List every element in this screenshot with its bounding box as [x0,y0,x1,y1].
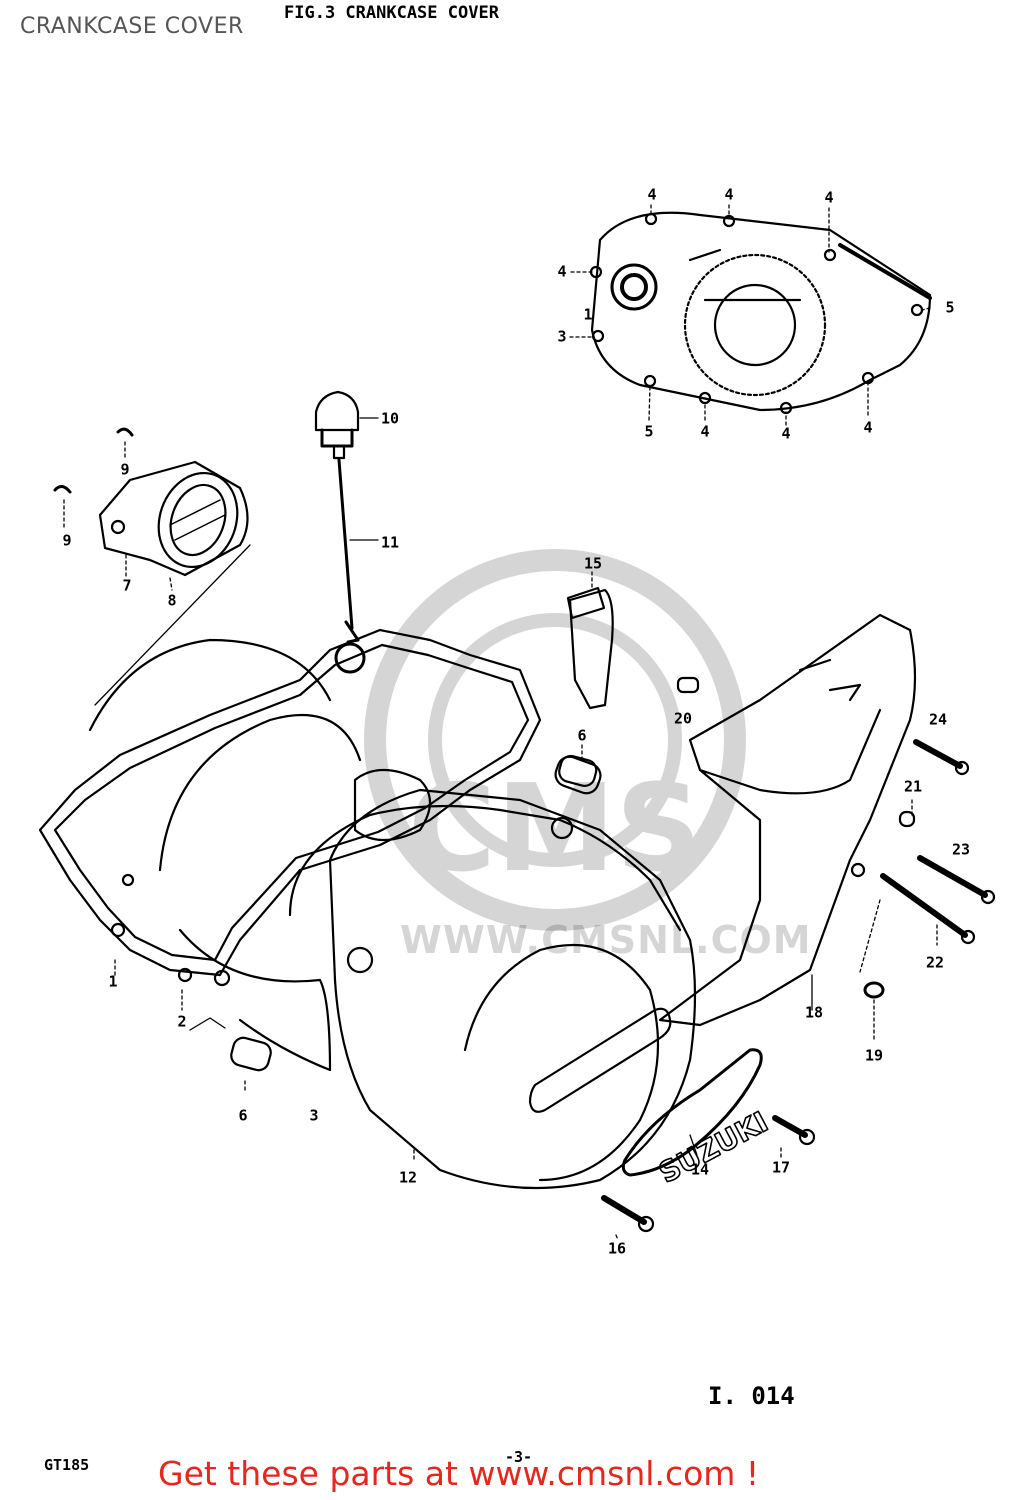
callout-5: 5 [644,422,654,441]
callout-9: 9 [120,460,130,479]
figure-title: FIG.3 CRANKCASE COVER [284,3,499,23]
callout-11: 11 [380,533,400,552]
callout-4: 4 [824,188,834,207]
diagram-code: I. 014 [708,1382,795,1410]
part-small-cover [98,460,249,577]
callout-14: 14 [690,1160,710,1179]
callout-7: 7 [122,576,132,595]
part-20 [676,676,700,694]
part-screw-9b [53,485,72,494]
callout-24: 24 [928,710,948,729]
cms-watermark-logo: CMS [364,549,746,931]
callout-3: 3 [557,327,567,346]
callout-20: 20 [673,709,693,728]
part-main-crankcase-cover [288,755,697,1190]
part-screw-16 [601,1195,647,1225]
svg-text:SUZUKI: SUZUKI [654,1105,774,1190]
callout-4: 4 [557,262,567,281]
callout-12: 12 [398,1168,418,1187]
callout-1: 1 [108,972,118,991]
callout-8: 8 [167,591,177,610]
part-oil-filler-cap [314,390,360,460]
callout-19: 19 [864,1046,884,1065]
part-inner-cover-top [589,211,932,415]
watermark-brand: CMS [408,760,702,899]
callout-18: 18 [804,1003,824,1022]
leader-lines-top [569,204,931,426]
callout-4: 4 [781,424,791,443]
part-dipstick [337,458,354,630]
callout-4: 4 [863,418,873,437]
part-washer-19 [863,981,885,999]
model-code: GT185 [44,1456,90,1474]
part-bolt-24 [913,739,963,769]
page-number: -3- [505,1448,533,1466]
callout-23: 23 [951,840,971,859]
callout-3: 3 [309,1106,319,1125]
part-bolt-22 [880,873,968,938]
page-title: CRANKCASE COVER [20,14,244,39]
callout-1: 1 [583,305,593,324]
part-crankcase-gasket [38,628,542,1072]
callout-4: 4 [700,422,710,441]
part-21 [898,810,916,828]
part-bolt-23 [917,855,988,898]
part-screw-9a [116,427,134,437]
callout-21: 21 [903,777,923,796]
callout-22: 22 [925,953,945,972]
callout-6: 6 [577,726,587,745]
callout-10: 10 [380,409,400,428]
part-screw-17 [772,1115,808,1138]
part-guard [658,613,917,1027]
callout-4: 4 [647,185,657,204]
callout-6: 6 [238,1106,248,1125]
callout-16: 16 [607,1239,627,1258]
part-plate-15 [568,588,614,710]
callout-17: 17 [771,1158,791,1177]
part-dowel-6a [558,754,598,788]
cta-link[interactable]: Get these parts at www.cmsnl.com ! [158,1454,760,1493]
callout-4: 4 [724,185,734,204]
callout-2: 2 [177,1012,187,1031]
callout-15: 15 [583,554,603,573]
part-dowel-6b [230,1036,272,1072]
callout-9: 9 [62,531,72,550]
callout-5: 5 [945,298,955,317]
